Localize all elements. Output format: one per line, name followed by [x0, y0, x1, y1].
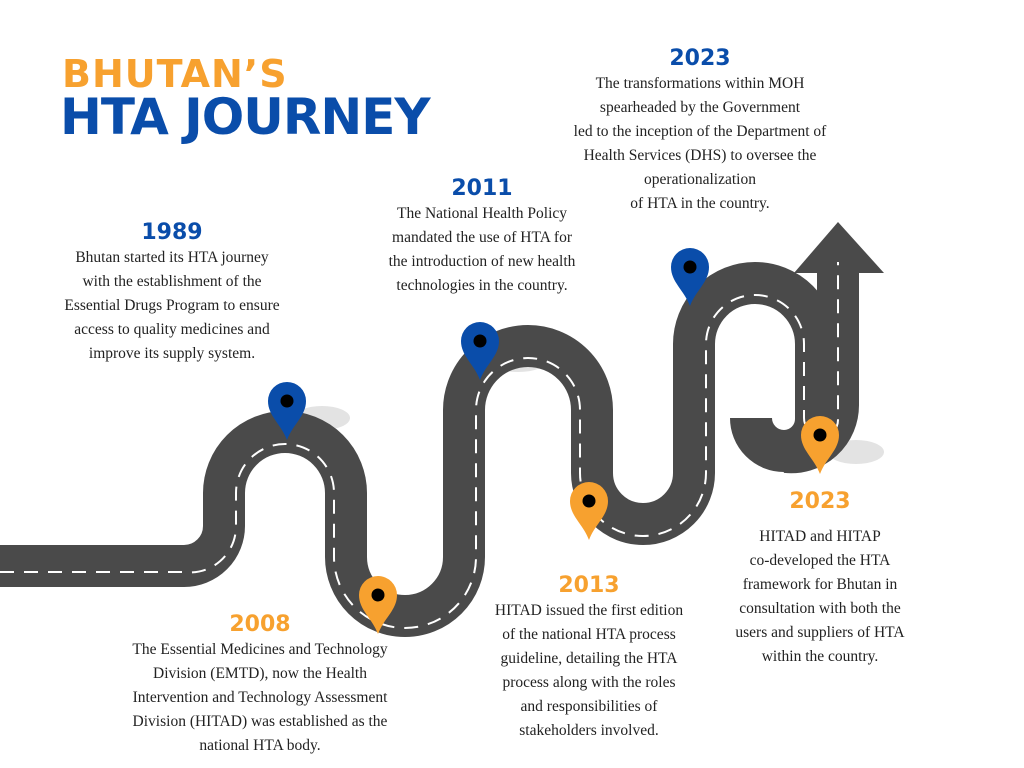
milestone-text: HITAD and HITAP co-developed the HTA fra…: [735, 528, 905, 665]
map-pin-icon: [268, 381, 306, 440]
map-pin-icon: [570, 482, 608, 540]
milestone-2023-framework: 2023 HITAD and HITAP co-developed the HT…: [722, 489, 918, 669]
milestone-text: The National Health Policy mandated the …: [388, 205, 576, 294]
map-pin-icon: [359, 576, 397, 634]
map-pin-icon: [671, 248, 709, 306]
milestone-year: 2023: [669, 46, 731, 71]
milestone-2013: 2013 HITAD issued the first edition of t…: [478, 573, 700, 743]
milestone-text: The Essential Medicines and Technology D…: [132, 641, 388, 754]
milestone-year: 1989: [141, 220, 203, 245]
road-arrow-head: [794, 222, 884, 273]
road: [0, 262, 837, 637]
road-center-line: [0, 262, 839, 629]
milestone-year: 2008: [229, 612, 291, 637]
milestone-2023-dhs: 2023 The transformations within MOH spea…: [550, 46, 850, 216]
milestone-1989: 1989 Bhutan started its HTA journey with…: [52, 220, 292, 366]
milestone-year: 2023: [789, 489, 851, 514]
milestone-year: 2013: [558, 573, 620, 598]
milestone-2008: 2008 The Essential Medicines and Technol…: [110, 612, 410, 758]
milestone-year: 2011: [451, 176, 513, 201]
milestone-2011: 2011 The National Health Policy mandated…: [366, 176, 598, 298]
title-line-2: HTA JOURNEY: [60, 88, 431, 146]
map-pin-icon: [461, 322, 499, 380]
milestone-text: Bhutan started its HTA journey with the …: [64, 249, 280, 362]
title-line-1: BHUTAN’S: [62, 52, 288, 96]
milestone-text: HITAD issued the first edition of the na…: [494, 602, 684, 739]
map-pin-icon: [801, 416, 839, 474]
milestone-text: The transformations within MOH spearhead…: [573, 75, 827, 212]
